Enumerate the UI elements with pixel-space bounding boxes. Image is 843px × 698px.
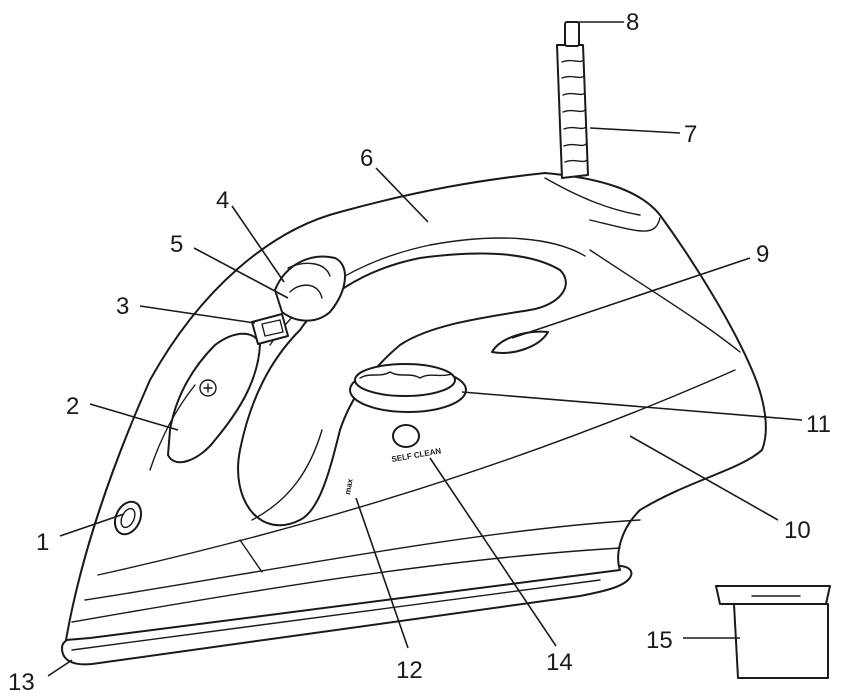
steam-icon <box>199 379 217 397</box>
steam-control-knob <box>349 363 467 413</box>
max-label: max <box>343 477 355 495</box>
measuring-cup <box>715 585 831 679</box>
callout-12: 12 <box>396 657 423 684</box>
callout-14: 14 <box>546 649 573 676</box>
indicator-light <box>491 330 549 354</box>
callout-15: 15 <box>646 627 673 654</box>
temperature-dial <box>113 500 143 536</box>
callout-11: 11 <box>806 411 831 438</box>
callout-4: 4 <box>216 187 229 214</box>
callout-7: 7 <box>684 121 697 148</box>
callout-2: 2 <box>66 393 79 420</box>
cord-guard <box>556 44 589 179</box>
water-max-mark: max <box>343 477 355 495</box>
callout-6: 6 <box>360 145 373 172</box>
spray-and-burst-buttons <box>274 255 347 322</box>
callout-3: 3 <box>116 293 129 320</box>
callout-1: 1 <box>36 529 49 556</box>
leader-lines <box>47 21 803 677</box>
steam-switch <box>251 313 289 345</box>
callout-10: 10 <box>784 517 811 544</box>
callout-8: 8 <box>626 9 639 36</box>
power-cord <box>564 21 580 47</box>
callout-numbers: 1 2 3 4 5 6 7 8 9 10 11 12 13 14 15 <box>8 9 831 696</box>
callout-5: 5 <box>170 231 183 258</box>
callout-13: 13 <box>8 669 35 696</box>
callout-9: 9 <box>756 241 769 268</box>
front-panel <box>149 332 261 471</box>
